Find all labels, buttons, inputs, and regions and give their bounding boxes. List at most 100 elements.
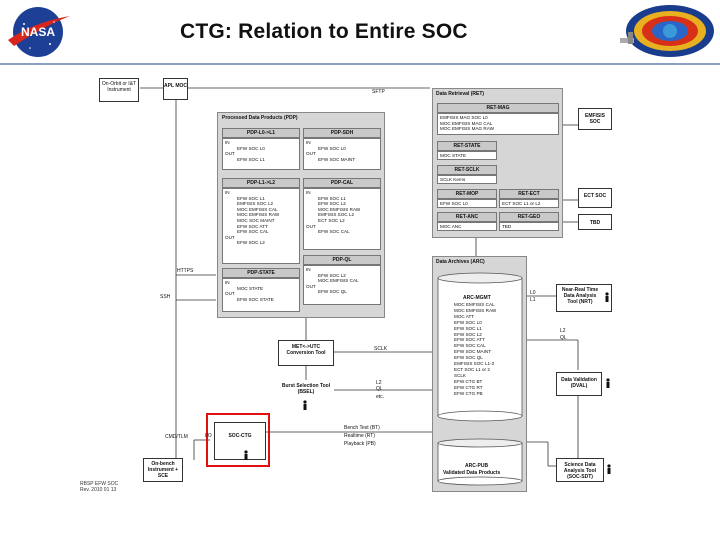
- pdp-ql-header: PDP-QL: [303, 255, 381, 265]
- io-label: I/O: [205, 433, 212, 439]
- ql-label: QL: [376, 386, 383, 392]
- pdp-l0l1-in-item: EFW SOC L0: [237, 145, 265, 151]
- pdp-l0l1-list: IN EFW SOC L0 OUT EFW SOC L1: [222, 138, 300, 170]
- pdp-l0l1-out-item: EFW SOC L1: [237, 156, 265, 162]
- arc-item: ECT SOC L1 or 2: [454, 366, 490, 372]
- nrt-person-icon: [605, 292, 609, 302]
- ret-ect-header: RET-ECT: [499, 189, 559, 199]
- onbench-box: On-bench Instrument + SCE: [143, 458, 183, 482]
- arc-item: EMFISIS SOC L1-3: [454, 361, 495, 367]
- pdp-ql-item: MOC EMFISIS CAL: [318, 278, 359, 284]
- arc-item: EFW SOC QL: [454, 355, 483, 361]
- pdp-ql-in: IN: [306, 267, 311, 272]
- soc-ctg-box[interactable]: SOC-CTG: [214, 422, 266, 460]
- bsel-label: Burst Selection Tool (BSEL): [281, 383, 331, 395]
- ret-mag-item: MOC EMFISIS MAG RAW: [440, 126, 494, 132]
- arc-mgmt-cylinder: [437, 272, 523, 422]
- arc-pub-cylinder: [437, 438, 523, 486]
- sftp-label: SFTP: [372, 89, 385, 95]
- ret-geo-header: RET-GEO: [499, 212, 559, 222]
- pdp-state-list: IN MOC STATE OUT EFW SOC STATE: [222, 278, 300, 312]
- mission-logo: [620, 5, 714, 57]
- title-rule: [0, 63, 720, 65]
- met-utc-box: MET<->UTC Conversion Tool: [278, 340, 334, 366]
- nrt-box: Near-Real Time Data Analysis Tool (NRT): [556, 284, 612, 312]
- pdp-cal-out: OUT: [306, 223, 316, 229]
- pdp-ql-out: OUT: [306, 283, 316, 289]
- https-label: HTTPS: [177, 268, 194, 274]
- ret-ect-list: ECT SOC L1 or L2: [499, 199, 559, 208]
- ret-mop-item: EFW SOC L0: [440, 201, 468, 206]
- dval-box: Data Validation (DVAL): [556, 372, 602, 396]
- pdp-l0l1-in: IN: [225, 140, 230, 145]
- pdp-l1l2-header: PDP-L1->L2: [222, 178, 300, 188]
- ret-ect-item: ECT SOC L1 or L2: [502, 201, 541, 206]
- l2-right-label: L2: [560, 328, 566, 334]
- pdp-l1l2-in: IN: [225, 190, 230, 195]
- ql-right-label: QL: [560, 335, 567, 341]
- pdp-state-out: OUT: [225, 291, 235, 297]
- soc-ctg-label: SOC-CTG: [228, 433, 252, 439]
- onorbit-label: On-Orbit or I&T Instrument: [101, 81, 137, 93]
- met-utc-label: MET<->UTC Conversion Tool: [286, 344, 326, 356]
- cmdtlm-label: CMD/TLM: [165, 434, 188, 440]
- arc-item: EFW SOC L2: [454, 331, 482, 337]
- pdp-cal-in: IN: [306, 190, 311, 195]
- ret-mop-list: EFW SOC L0: [437, 199, 497, 208]
- nrt-label: Near-Real Time Data Analysis Tool (NRT): [561, 287, 599, 305]
- pdp-l1l2-out: OUT: [225, 234, 235, 240]
- pdp-cal-item: EFW SOC L2: [318, 201, 346, 207]
- ret-mag-item: EMFISIS MAG SOC L0: [440, 115, 488, 120]
- pdp-ql-out-item: EFW SOC QL: [318, 289, 347, 295]
- arc-item: MOC EMFISIS CAL: [454, 302, 495, 307]
- pdp-state-header: PDP-STATE: [222, 268, 300, 278]
- pdp-sdh-list: IN EFW SOC L0 OUT EFW SOC MAINT: [303, 138, 381, 170]
- pdp-l1l2-out-item: EFW SOC L2: [237, 240, 265, 246]
- pdp-state-in: IN: [225, 280, 230, 285]
- arc-item: MOC EMFISIS RAW: [454, 307, 497, 313]
- bench-label: Bench Test (BT): [344, 425, 380, 431]
- arc-pub-sublabel: Validated Data Products: [443, 470, 501, 476]
- pdp-sdh-header: PDP-SDH: [303, 128, 381, 138]
- emfisis-soc-label: EMFISIS SOC: [584, 113, 605, 125]
- pdp-cal-list: IN EFW SOC L1 EFW SOC L2 MOC EMFISIS RAW…: [303, 188, 381, 250]
- ret-anc-header: RET-ANC: [437, 212, 497, 222]
- sdt-label: Science Data Analysis Tool (SOC-SDT): [563, 462, 597, 480]
- arc-item: EFW SOC MAINT: [454, 349, 492, 355]
- playback-label: Playback (PB): [344, 441, 376, 447]
- ret-mop-header: RET-MOP: [437, 189, 497, 199]
- ret-sclk-item: SCLK Kerns: [440, 177, 466, 182]
- svg-text:NASA: NASA: [21, 25, 55, 39]
- pdp-cal-header: PDP-CAL: [303, 178, 381, 188]
- arc-mgmt-label: ARC-MGMT: [463, 295, 491, 301]
- onorbit-instrument-box: On-Orbit or I&T Instrument: [99, 78, 139, 102]
- tbd-label: TBD: [589, 220, 601, 226]
- arc-item: MOC ATT: [454, 313, 475, 319]
- arc-item: EFW CTG RT: [454, 384, 483, 390]
- emfisis-soc-box: EMFISIS SOC: [578, 108, 612, 130]
- ret-state-list: MOC STATE: [437, 151, 497, 160]
- slide-title: CTG: Relation to Entire SOC: [180, 20, 468, 43]
- arc-mgmt-list: MOC EMFISIS CAL MOC EMFISIS RAW MOC ATT …: [452, 301, 520, 415]
- ret-anc-list: MOC ANC: [437, 222, 497, 231]
- ret-state-header: RET-STATE: [437, 141, 497, 151]
- sdt-person-icon: [607, 464, 611, 474]
- dval-person-icon: [606, 378, 610, 388]
- ret-mag-list: EMFISIS MAG SOC L0 MOC EMFISIS MAG CAL M…: [437, 113, 559, 135]
- arc-item: EFW SOC ATT: [454, 337, 485, 343]
- sclk-label: SCLK: [374, 346, 388, 352]
- ect-soc-label: ECT SOC: [583, 193, 607, 199]
- ctg-person-icon: [244, 450, 248, 460]
- pdp-ql-item: EFW SOC L2: [318, 272, 346, 278]
- pdp-cal-item: EMFISIS SOC L2: [318, 212, 354, 218]
- l2-label: L2: [376, 380, 382, 386]
- pdp-cal-item: ECT SOC L2: [318, 217, 345, 223]
- ret-sclk-list: SCLK Kerns: [437, 175, 497, 184]
- onbench-label: On-bench Instrument + SCE: [147, 461, 179, 479]
- arc-item: EFW SOC CAL: [454, 343, 486, 349]
- apl-moc-box: APL MOC: [163, 78, 188, 100]
- arc-pub-label: ARC-PUB: [465, 463, 489, 469]
- pdp-state-out-item: EFW SOC STATE: [237, 296, 274, 302]
- ret-title: Data Retrieval (RET): [436, 91, 485, 97]
- nasa-logo: NASA: [8, 7, 70, 57]
